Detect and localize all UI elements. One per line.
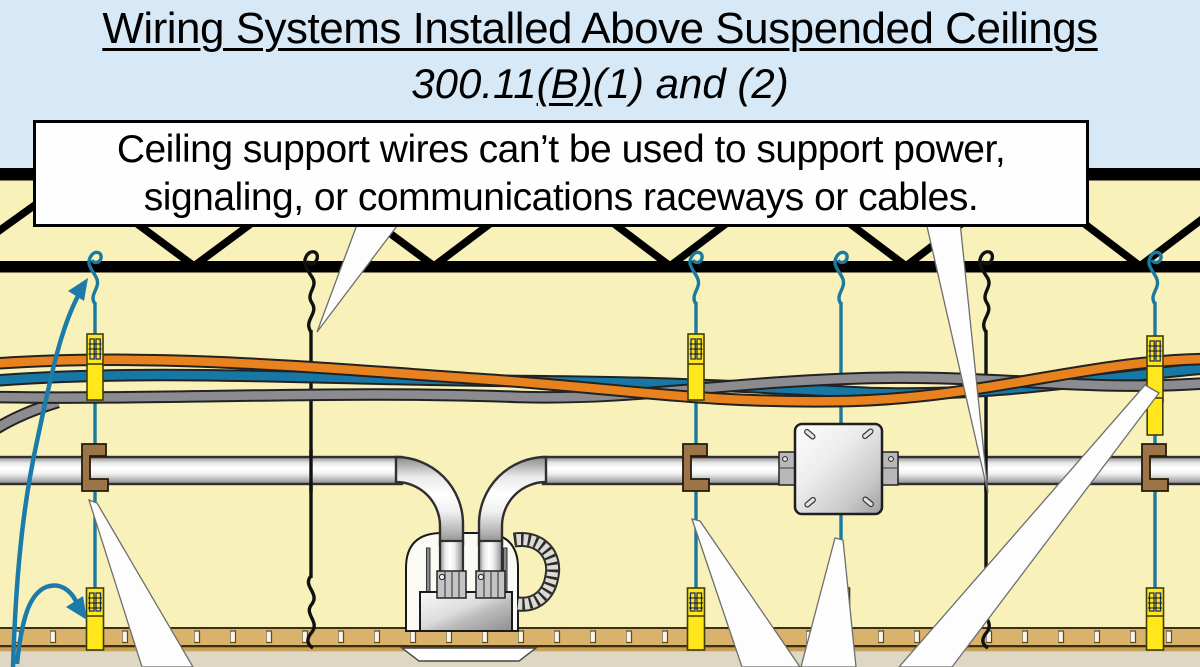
annotation-arrows <box>10 278 88 667</box>
title-block: Wiring Systems Installed Above Suspended… <box>0 4 1200 108</box>
fixture-rod <box>426 547 431 594</box>
pointer-to-left-clamp <box>87 498 194 667</box>
callout-box: Ceiling support wires can’t be used to s… <box>33 120 1089 227</box>
callout-line1: Ceiling support wires can’t be used to s… <box>116 127 1006 171</box>
page-title: Wiring Systems Installed Above Suspended… <box>102 4 1098 53</box>
pointer-to-mid-clamp <box>691 518 801 667</box>
junction-box <box>778 422 899 516</box>
callout-line2: signaling, or communications raceways or… <box>143 175 979 219</box>
box-screws <box>804 428 874 508</box>
arrowhead-to-tag <box>66 596 87 620</box>
pointer-to-right-tag <box>898 384 1160 667</box>
arrowhead-to-hook <box>68 278 88 301</box>
code-reference: 300.11(B)(1) and (2) <box>411 60 789 107</box>
pointer-to-box-wire <box>800 537 857 667</box>
callout-pointers <box>87 221 1160 667</box>
suspended-ceiling-grid <box>0 627 1200 667</box>
fixture-trim-ring <box>399 647 539 662</box>
cable-bundle <box>0 352 1200 434</box>
fixture-connector <box>436 570 467 599</box>
fixture-connector <box>475 570 506 599</box>
flex-conduit <box>512 532 561 612</box>
